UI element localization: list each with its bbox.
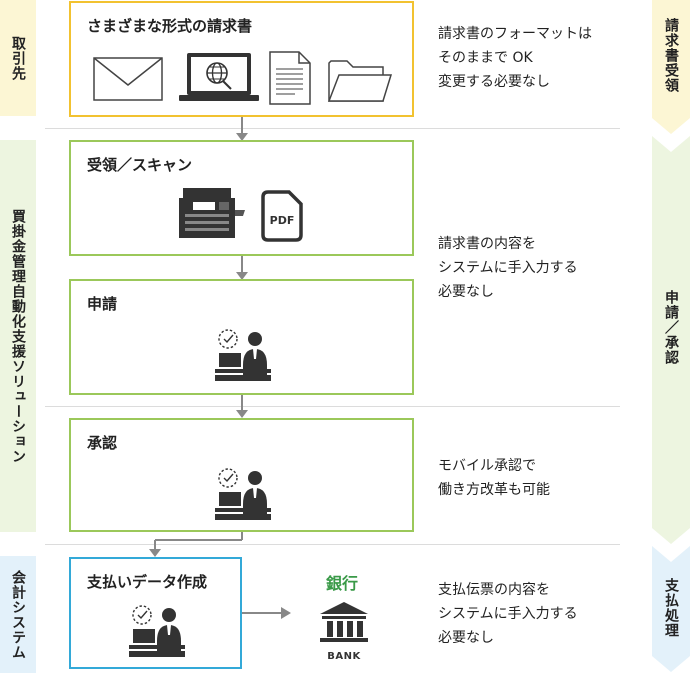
step-apply-box: 申請 <box>69 279 414 395</box>
right-label-juryo: 請求書受領 <box>663 18 679 93</box>
step-receive-box: 受領／スキャン PDF <box>69 140 414 256</box>
bank-sign: BANK <box>327 651 361 662</box>
pdf-icon: PDF <box>261 190 303 242</box>
separator-3 <box>45 544 620 545</box>
office-worker-icon <box>129 605 185 657</box>
band-solution: 買掛金管理自動化支援ソリューション <box>0 140 36 532</box>
folder-icon <box>327 60 393 102</box>
note-mobile: モバイル承認で 働き方改革も可能 <box>438 458 550 498</box>
note-format: 請求書のフォーマットは そのままで OK 変更する必要なし <box>438 26 592 90</box>
separator-1 <box>45 128 620 129</box>
bank-label: 銀行 <box>326 574 359 593</box>
band-solution-label: 買掛金管理自動化支援ソリューション <box>10 208 26 464</box>
document-icon <box>269 51 311 105</box>
band-torihikisaki: 取引先 <box>0 0 36 116</box>
right-label-shinsei: 申請／承認 <box>663 290 679 365</box>
step-approve-title: 承認 <box>87 434 118 452</box>
step-payment-box: 支払いデータ作成 <box>69 557 242 669</box>
bank-icon <box>320 602 368 642</box>
right-chevron-bands <box>652 0 690 672</box>
band-kaikei-label: 会計システム <box>10 569 26 660</box>
step-approve-box: 承認 <box>69 418 414 532</box>
right-label-shiharai: 支払処理 <box>663 578 679 638</box>
office-worker-icon <box>215 329 271 381</box>
note-voucher: 支払伝票の内容を システムに手入力する 必要なし <box>438 582 578 646</box>
chevron-juryo <box>652 0 690 134</box>
chevron-shinsei <box>652 136 690 544</box>
step-formats-title: さまざまな形式の請求書 <box>87 17 253 35</box>
step-receive-title: 受領／スキャン <box>87 156 193 174</box>
separator-2 <box>45 406 620 407</box>
envelope-icon <box>93 57 163 101</box>
laptop-globe-icon <box>179 53 259 101</box>
step-payment-title: 支払いデータ作成 <box>87 573 208 591</box>
band-torihikisaki-label: 取引先 <box>10 35 26 81</box>
step-apply-title: 申請 <box>87 295 118 313</box>
office-worker-icon <box>215 468 271 520</box>
svg-text:PDF: PDF <box>270 214 295 227</box>
chevron-shiharai <box>652 546 690 672</box>
scanner-icon <box>179 188 245 238</box>
note-content: 請求書の内容を システムに手入力する 必要なし <box>438 236 578 300</box>
band-kaikei: 会計システム <box>0 556 36 673</box>
step-formats-box: さまざまな形式の請求書 <box>69 1 414 117</box>
